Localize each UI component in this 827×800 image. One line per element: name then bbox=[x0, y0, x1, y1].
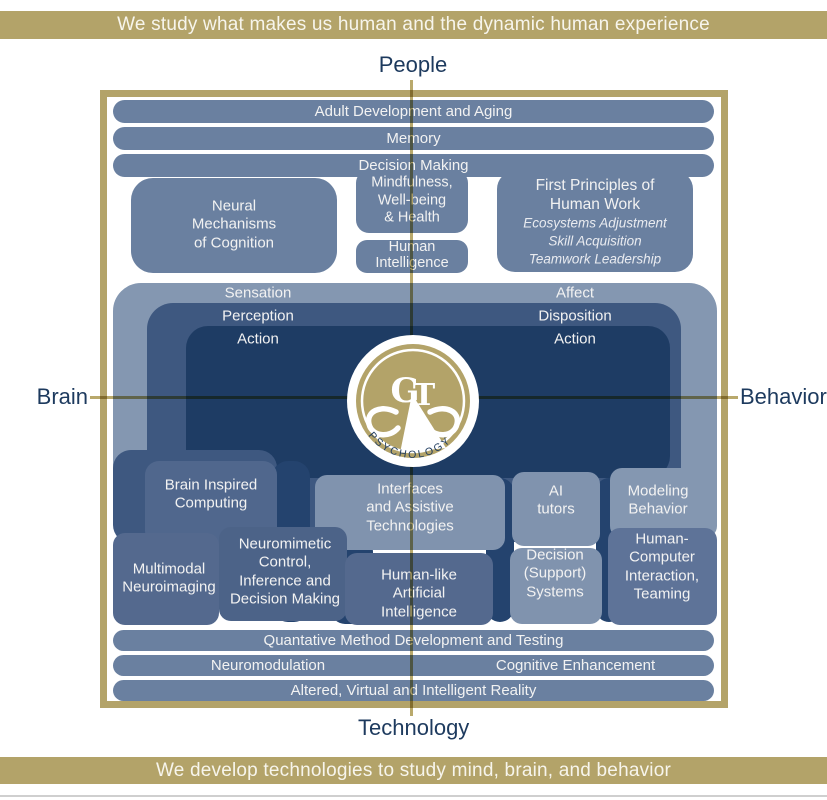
label-disposition: Disposition bbox=[538, 307, 612, 325]
bar-adult-development: Adult Development and Aging bbox=[113, 100, 714, 123]
box-first-principles-topics: Ecosystems Adjustment Skill Acquisition … bbox=[523, 215, 667, 266]
box-first-principles bbox=[497, 171, 693, 272]
label-action-behavior: Action bbox=[554, 330, 596, 348]
bar-memory: Memory bbox=[113, 127, 714, 150]
box-neural-mechanisms-label: Neural Mechanisms of Cognition bbox=[191, 197, 277, 252]
bottom-banner-text: We develop technologies to study mind, b… bbox=[155, 760, 672, 781]
bar-neuromod-cognitive: Neuromodulation Cognitive Enhancement bbox=[113, 655, 714, 676]
axis-label-brain: Brain bbox=[36, 384, 88, 409]
bottom-divider bbox=[0, 795, 827, 797]
box-hci-teaming bbox=[608, 528, 717, 625]
bar-altered-reality: Altered, Virtual and Intelligent Reality bbox=[113, 680, 714, 701]
label-sensation: Sensation bbox=[224, 284, 292, 302]
bar-quantative-methods: Quantative Method Development and Testin… bbox=[113, 630, 714, 651]
box-human-like-ai bbox=[345, 553, 493, 625]
label-neuromodulation: Neuromodulation bbox=[210, 657, 326, 674]
label-action-brain: Action bbox=[237, 330, 279, 348]
label-modeling-behavior: Modeling Behavior bbox=[627, 482, 689, 518]
gt-psychology-logo: G T PSYCHOLOGY bbox=[347, 335, 479, 467]
label-neuromimetic: Neuromimetic Control, Inference and Deci… bbox=[229, 535, 341, 608]
logo-road-shape bbox=[400, 394, 446, 453]
box-decision-support bbox=[510, 548, 602, 624]
box-neural-mechanisms bbox=[131, 178, 337, 273]
logo-psi-left-curve bbox=[365, 406, 401, 438]
top-banner: We study what makes us human and the dyn… bbox=[0, 11, 827, 39]
label-cognitive-enhancement: Cognitive Enhancement bbox=[495, 657, 656, 674]
logo-inner-ring bbox=[360, 348, 466, 454]
label-brain-inspired: Brain Inspired Computing bbox=[164, 476, 258, 512]
bottom-banner: We develop technologies to study mind, b… bbox=[0, 757, 827, 784]
box-neuromimetic bbox=[219, 527, 347, 621]
label-decision-support: Decision (Support) Systems bbox=[523, 546, 587, 601]
axis-label-technology: Technology bbox=[358, 715, 470, 740]
label-multimodal: Multimodal Neuroimaging bbox=[122, 560, 216, 596]
label-interfaces: Interfaces and Assistive Technologies bbox=[366, 481, 454, 535]
top-banner-text: We study what makes us human and the dyn… bbox=[117, 14, 710, 35]
label-ai-tutors: AI tutors bbox=[537, 482, 575, 518]
label-hci-teaming: Human- Computer Interaction, Teaming bbox=[624, 530, 700, 603]
box-first-principles-title: First Principles of Human Work bbox=[535, 177, 655, 213]
label-affect: Affect bbox=[555, 284, 595, 302]
diagram-frame bbox=[100, 90, 728, 708]
axis-label-behavior: Behavior bbox=[740, 384, 827, 409]
box-ai-tutors bbox=[512, 472, 600, 546]
label-perception: Perception bbox=[222, 307, 294, 325]
logo-monogram-t: T bbox=[413, 378, 436, 413]
box-modeling-behavior bbox=[610, 468, 717, 538]
axis-label-people: People bbox=[378, 52, 448, 77]
logo-psi-right-curve bbox=[425, 406, 461, 438]
label-human-like-ai: Human-like Artificial Intelligence bbox=[381, 566, 457, 621]
box-multimodal bbox=[113, 533, 219, 625]
